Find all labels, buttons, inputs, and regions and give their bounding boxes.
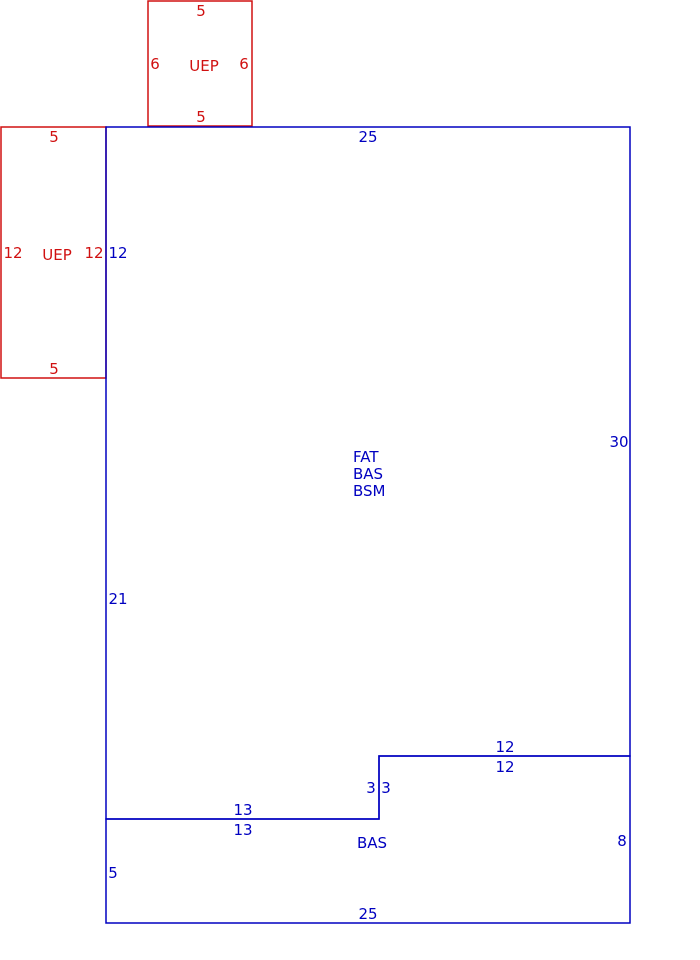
main-dim-step-vert-a: 3	[366, 779, 376, 797]
uep-left-dim-top: 5	[49, 128, 59, 146]
main-dim-step-bottom-b: 13	[233, 821, 252, 839]
uep-top-name: UEP	[189, 57, 219, 75]
uep-left-dim-right: 12	[84, 244, 103, 262]
main-dim-right: 30	[609, 433, 628, 451]
uep-left-name: UEP	[42, 246, 72, 264]
uep-left-dim-left: 12	[3, 244, 22, 262]
uep-top-dim-left: 6	[150, 55, 160, 73]
uep-top-dim-bottom: 5	[196, 108, 206, 126]
bas-dim-right: 8	[617, 832, 627, 850]
bas-outline	[105, 755, 631, 924]
uep-top-dim-right: 6	[239, 55, 249, 73]
bas-name: BAS	[357, 834, 387, 852]
bas-dim-left: 5	[108, 864, 118, 882]
uep-left-dim-bottom: 5	[49, 360, 59, 378]
bas-dim-bottom: 25	[358, 905, 377, 923]
main-dim-step-top-b: 12	[495, 758, 514, 776]
main-dim-step-top-a: 12	[495, 738, 514, 756]
main-dim-step-vert-b: 3	[381, 779, 391, 797]
uep-top-outline	[147, 0, 253, 127]
main-dim-step-bottom-a: 13	[233, 801, 252, 819]
main-name-bsm: BSM	[353, 482, 386, 500]
main-dim-top: 25	[358, 128, 377, 146]
main-dim-left-lower: 21	[108, 590, 127, 608]
main-name-fat: FAT	[353, 448, 379, 466]
uep-top-dim-top: 5	[196, 2, 206, 20]
main-dim-left-upper: 12	[108, 244, 127, 262]
main-name-bas: BAS	[353, 465, 383, 483]
